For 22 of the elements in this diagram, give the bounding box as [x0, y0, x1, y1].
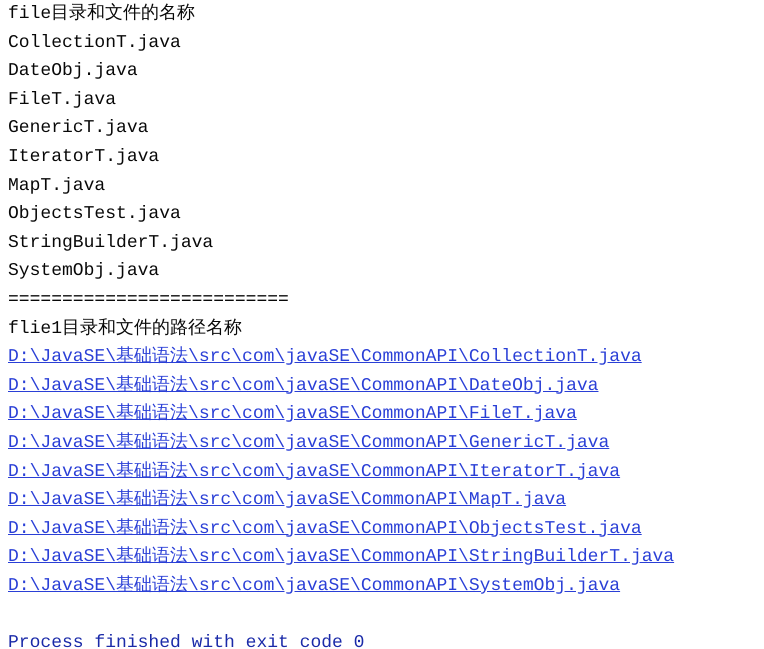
path-link: D:\JavaSE\基础语法\src\com\javaSE\CommonAPI\GenericT.java: [8, 432, 610, 454]
file-name: StringBuilderT.java: [8, 232, 214, 254]
file-name: SystemObj.java: [8, 260, 160, 282]
path-link: D:\JavaSE\基础语法\src\com\javaSE\CommonAPI\MapT.java: [8, 489, 566, 512]
separator-line: ==========================: [8, 289, 289, 311]
file-name: GenericT.java: [8, 117, 148, 140]
path-link: D:\JavaSE\基础语法\src\com\javaSE\CommonAPI\StringBuilderT.java: [8, 546, 674, 568]
file-name: ObjectsTest.java: [8, 203, 181, 226]
file-name: FileT.java: [8, 88, 116, 111]
heading-text: file目录和文件的名称: [8, 3, 196, 25]
path-link: D:\JavaSE\基础语法\src\com\javaSE\CommonAPI\CollectionT.java: [8, 346, 642, 368]
file-name: IteratorT.java: [8, 146, 160, 168]
file-name: MapT.java: [8, 174, 106, 197]
path-link: D:\JavaSE\基础语法\src\com\javaSE\CommonAPI\SystemObj.java: [8, 575, 620, 597]
file-name: CollectionT.java: [8, 32, 181, 54]
path-link: D:\JavaSE\基础语法\src\com\javaSE\CommonAPI\DateObj.java: [8, 374, 598, 397]
status-message: Process finished with exit code 0: [8, 632, 364, 649]
heading-text: flie1目录和文件的路径名称: [8, 318, 242, 340]
path-link: D:\JavaSE\基础语法\src\com\javaSE\CommonAPI\ObjectsTest.java: [8, 518, 642, 540]
file-name: DateObj.java: [8, 60, 138, 82]
path-link: D:\JavaSE\基础语法\src\com\javaSE\CommonAPI\FileT.java: [8, 403, 577, 426]
path-link: D:\JavaSE\基础语法\src\com\javaSE\CommonAPI\IteratorT.java: [8, 460, 620, 483]
